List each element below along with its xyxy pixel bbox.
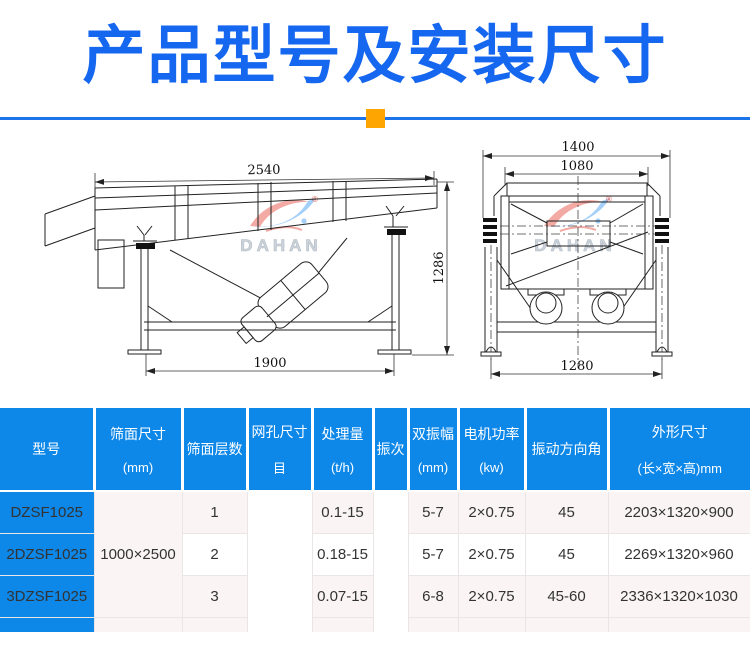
- dahan-watermark: DAHAN: [240, 194, 321, 255]
- col-header-amplitude: 双振幅 (mm): [408, 408, 460, 492]
- col-header-frequency: 振次: [373, 408, 410, 492]
- angle-cell: 45-60: [525, 575, 609, 618]
- screen-deck: [44, 178, 438, 289]
- angle-cell: [525, 617, 609, 632]
- dim-1080: 1080: [504, 159, 649, 186]
- col-header-capacity: 处理量 (t/h): [312, 408, 375, 492]
- table-row: DZSF1025 1000×2500 1 0.1-15 5-7 2×0.75 4…: [0, 491, 750, 632]
- model-cell: [0, 617, 95, 632]
- power-cell: 2×0.75: [458, 533, 526, 576]
- screen-size-cell: [94, 617, 183, 632]
- col-header-dimensions: 外形尺寸 (长×宽×高)mm: [608, 408, 750, 492]
- table-row-partial: [0, 617, 750, 632]
- capacity-cell: 0.1-15: [312, 491, 374, 534]
- dim-1400: 1400: [482, 140, 671, 218]
- dimensions-cell: 2336×1320×1030: [608, 575, 750, 618]
- amplitude-cell: [408, 617, 459, 632]
- col-header-power: 电机功率 (kw): [458, 408, 527, 492]
- divider-accent-square: [366, 109, 385, 128]
- rear-support-leg: [377, 205, 412, 355]
- screen-size-cell: 1000×2500: [94, 491, 183, 618]
- base-frame: [144, 305, 396, 331]
- angle-cell: 45: [525, 491, 609, 534]
- vibration-motors: [527, 288, 627, 325]
- layers-cell: 2: [182, 533, 248, 576]
- dim-label: 1280: [560, 359, 593, 374]
- table-row: 3DZSF1025 3 0.07-15 6-8 2×0.75 45-60 233…: [0, 575, 750, 618]
- side-view-drawing: DAHAN: [44, 163, 454, 376]
- layers-cell: [182, 617, 248, 632]
- screen-body: [483, 176, 670, 368]
- dimensions-cell: [608, 617, 750, 632]
- model-cell: DZSF1025: [0, 491, 95, 534]
- frequency-cell: [373, 491, 409, 632]
- spec-table: 型号 筛面尺寸 (mm) 筛面层数 网孔尺寸 目 处理量 (t/h) 振次: [0, 408, 750, 632]
- vibration-motor: [169, 237, 348, 345]
- layers-cell: 1: [182, 491, 248, 534]
- col-header-mesh: 网孔尺寸 目: [247, 408, 314, 492]
- watermark-text: DAHAN: [240, 236, 321, 255]
- amplitude-cell: 5-7: [408, 491, 459, 534]
- model-cell: 2DZSF1025: [0, 533, 95, 576]
- model-cell: 3DZSF1025: [0, 575, 95, 618]
- capacity-cell: 0.18-15: [312, 533, 374, 576]
- dim-label: 1900: [253, 356, 286, 371]
- angle-cell: 45: [525, 533, 609, 576]
- dim-label: 1286: [432, 251, 447, 284]
- dim-1286: 1286: [412, 181, 454, 356]
- dim-label: 1400: [561, 140, 594, 155]
- dim-2540: 2540: [94, 163, 435, 189]
- col-header-model: 型号: [0, 408, 96, 492]
- page-title: 产品型号及安装尺寸: [82, 21, 668, 91]
- support-legs: [480, 245, 673, 360]
- dimensions-cell: 2269×1320×960: [608, 533, 750, 576]
- power-cell: 2×0.75: [458, 575, 526, 618]
- front-support-leg: [127, 225, 162, 355]
- mesh-cell: [247, 491, 313, 632]
- dimensions-cell: 2203×1320×900: [608, 491, 750, 534]
- spec-table-container: 型号 筛面尺寸 (mm) 筛面层数 网孔尺寸 目 处理量 (t/h) 振次: [0, 408, 750, 632]
- amplitude-cell: 5-7: [408, 533, 459, 576]
- power-cell: [458, 617, 526, 632]
- dim-1280: 1280: [490, 357, 663, 379]
- dim-label: 1080: [560, 159, 593, 174]
- power-cell: 2×0.75: [458, 491, 526, 534]
- support-springs: [483, 218, 669, 243]
- technical-drawings: ® DAHAN: [44, 140, 673, 379]
- header-row: 型号 筛面尺寸 (mm) 筛面层数 网孔尺寸 目 处理量 (t/h) 振次: [0, 408, 750, 492]
- col-header-screen-size: 筛面尺寸 (mm): [94, 408, 184, 492]
- capacity-cell: 0.07-15: [312, 575, 374, 618]
- col-header-angle: 振动方向角: [525, 408, 610, 492]
- dim-1900: 1900: [145, 354, 395, 376]
- table-row: 2DZSF1025 2 0.18-15 5-7 2×0.75 45 2269×1…: [0, 533, 750, 576]
- capacity-cell: [312, 617, 374, 632]
- layers-cell: 3: [182, 575, 248, 618]
- col-header-layers: 筛面层数: [182, 408, 249, 492]
- front-view-drawing: DAHAN: [480, 140, 673, 379]
- amplitude-cell: 6-8: [408, 575, 459, 618]
- dim-label: 2540: [247, 163, 280, 179]
